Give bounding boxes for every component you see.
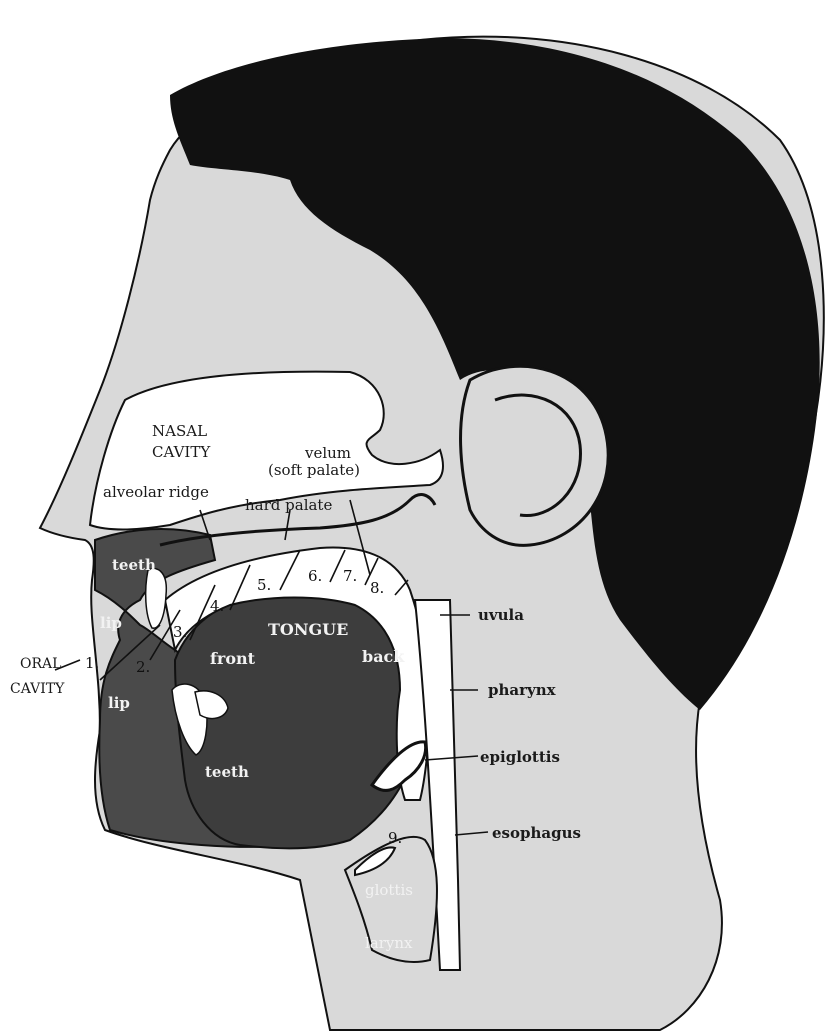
label-hard-palate: hard palate	[245, 496, 332, 514]
label-lip-top: lip	[100, 614, 122, 632]
number-4: 4.	[210, 597, 224, 615]
label-nasal: NASAL	[152, 422, 207, 440]
label-esophagus: esophagus	[492, 824, 581, 842]
label-lip-bottom: lip	[108, 694, 130, 712]
label-tongue: TONGUE	[268, 620, 348, 639]
label-oral: ORAL	[20, 656, 61, 672]
number-9: 9.	[388, 829, 402, 847]
number-3: 3.	[173, 623, 187, 641]
label-nasal-cavity: CAVITY	[152, 443, 211, 461]
label-alveolar-ridge: alveolar ridge	[103, 483, 209, 501]
label-larynx: larynx	[365, 934, 413, 952]
label-soft-palate: (soft palate)	[268, 461, 360, 479]
label-glottis: glottis	[365, 881, 413, 899]
number-2: 2.	[136, 658, 150, 676]
label-back: back	[362, 647, 405, 666]
number-6: 6.	[308, 567, 322, 585]
label-front: front	[210, 649, 256, 668]
label-epiglottis: epiglottis	[480, 748, 560, 766]
number-5: 5.	[257, 576, 271, 594]
number-7: 7.	[343, 567, 357, 585]
number-8: 8.	[370, 579, 384, 597]
label-velum: velum	[304, 444, 351, 462]
label-teeth-bottom: teeth	[205, 763, 249, 781]
label-uvula: uvula	[478, 606, 524, 624]
number-1: 1.	[85, 654, 99, 672]
label-pharynx: pharynx	[488, 681, 557, 699]
label-oral-cavity: CAVITY	[10, 681, 65, 697]
label-teeth-top: teeth	[112, 556, 156, 574]
